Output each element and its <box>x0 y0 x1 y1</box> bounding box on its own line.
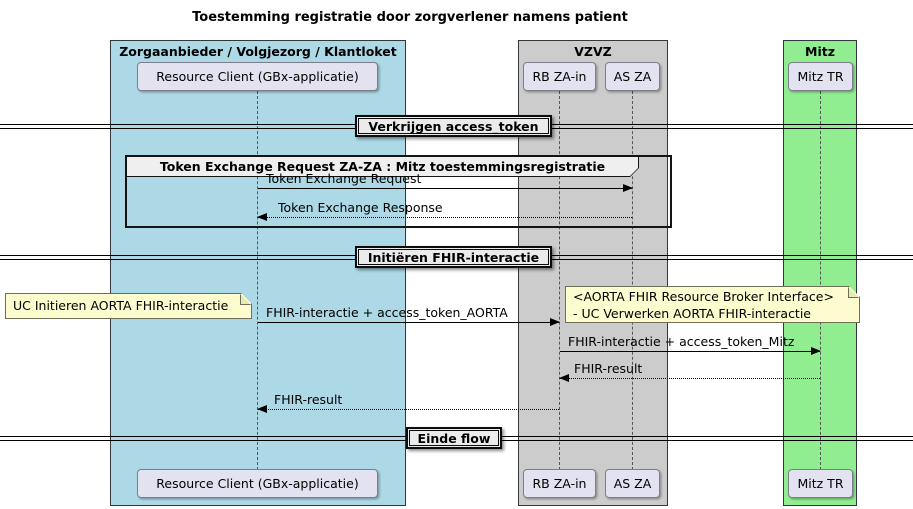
participant-mitz-tr-top: Mitz TR <box>788 62 853 91</box>
note-text: UC Initieren AORTA FHIR-interactie <box>13 298 229 313</box>
message-line <box>560 378 820 379</box>
message-label: FHIR-interactie + access_token_Mitz <box>568 334 795 349</box>
arrowhead-right-icon <box>550 318 560 326</box>
divider-verkrijgen-access-token: Verkrijgen access_token <box>355 115 552 137</box>
participant-rb-za-in-bottom: RB ZA-in <box>523 469 596 498</box>
participant-rb-za-in-top: RB ZA-in <box>523 62 596 91</box>
message-label: FHIR-interactie + access_token_AORTA <box>266 305 508 320</box>
lifeline-rb-za-in <box>559 91 560 470</box>
note-aorta-fhir-broker: <AORTA FHIR Resource Broker Interface> -… <box>565 286 860 323</box>
arrowhead-left-icon <box>257 405 267 413</box>
divider-initieren-fhir-interactie: Initiëren FHIR-interactie <box>355 246 552 268</box>
note-uc-initieren: UC Initieren AORTA FHIR-interactie <box>5 293 252 319</box>
message-line <box>258 217 632 218</box>
arrowhead-left-icon <box>559 374 569 382</box>
note-text-line-1: <AORTA FHIR Resource Broker Interface> <box>573 289 834 304</box>
arrowhead-right-icon <box>623 184 633 192</box>
lifeline-resource-client <box>257 91 258 470</box>
box-zorgaanbieder-label: Zorgaanbieder / Volgjezorg / Klantloket <box>119 44 397 59</box>
participant-resource-client-top: Resource Client (GBx-applicatie) <box>137 62 378 91</box>
message-line <box>560 351 820 352</box>
message-line <box>258 322 559 323</box>
note-fold-icon <box>240 294 251 305</box>
message-line <box>258 409 559 410</box>
participant-label: Mitz TR <box>797 69 844 84</box>
arrowhead-right-icon <box>811 347 821 355</box>
arrowhead-left-icon <box>257 213 267 221</box>
participant-label: RB ZA-in <box>532 476 587 491</box>
participant-label: Resource Client (GBx-applicatie) <box>156 69 359 84</box>
participant-as-za-bottom: AS ZA <box>605 469 660 498</box>
diagram-title: Toestemming registratie door zorgverlene… <box>192 10 628 25</box>
divider-label-text: Verkrijgen access_token <box>358 118 549 134</box>
participant-resource-client-bottom: Resource Client (GBx-applicatie) <box>137 469 378 498</box>
divider-label-text: Initiëren FHIR-interactie <box>358 249 549 265</box>
group-frame-token-exchange: Token Exchange Request ZA-ZA : Mitz toes… <box>125 155 672 228</box>
participant-label: AS ZA <box>613 476 652 491</box>
message-label: Token Exchange Response <box>278 200 443 215</box>
message-label: Token Exchange Request <box>266 171 422 186</box>
group-frame-tab: Token Exchange Request ZA-ZA : Mitz toes… <box>127 157 639 177</box>
divider-label-text: Einde flow <box>409 430 499 446</box>
participant-label: RB ZA-in <box>532 69 587 84</box>
participant-label: Mitz TR <box>797 476 844 491</box>
message-line <box>258 188 632 189</box>
message-label: FHIR-result <box>574 361 643 376</box>
participant-mitz-tr-bottom: Mitz TR <box>788 469 853 498</box>
divider-einde-flow: Einde flow <box>406 427 502 449</box>
participant-label: AS ZA <box>613 69 652 84</box>
participant-as-za-top: AS ZA <box>605 62 660 91</box>
lifeline-mitz-tr <box>820 91 821 470</box>
lifeline-as-za <box>632 91 633 470</box>
message-label: FHIR-result <box>274 392 343 407</box>
box-vzvz-label: VZVZ <box>574 44 612 59</box>
group-frame-title: Token Exchange Request ZA-ZA : Mitz toes… <box>127 157 638 176</box>
note-fold-icon <box>848 287 859 298</box>
note-text-line-2: - UC Verwerken AORTA FHIR-interactie <box>573 306 812 321</box>
box-mitz-label: Mitz <box>805 44 835 59</box>
participant-label: Resource Client (GBx-applicatie) <box>156 476 359 491</box>
